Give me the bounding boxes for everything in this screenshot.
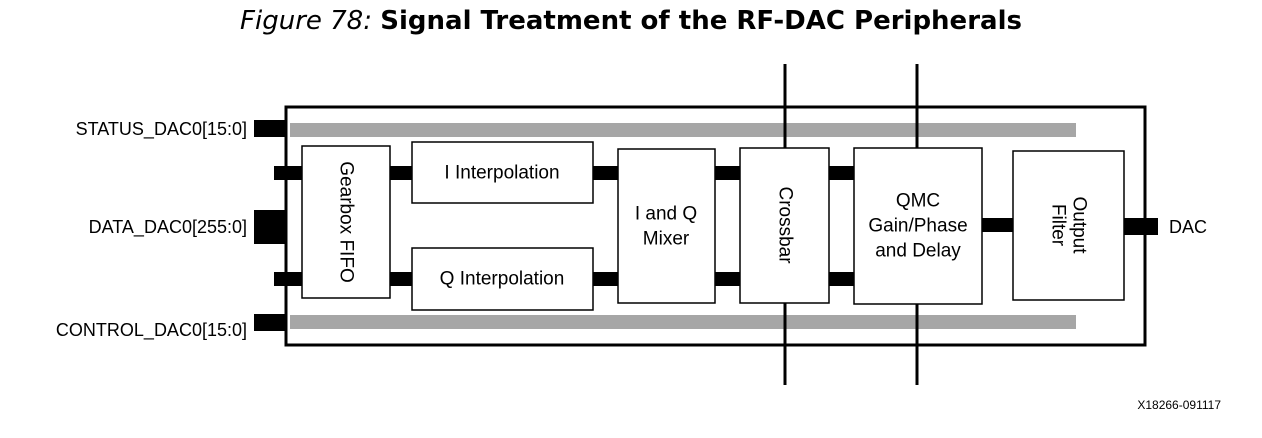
- qmc-label-line-2: Gain/Phase: [868, 216, 967, 237]
- qmc-to-output-filter: [982, 218, 1013, 232]
- crossbar-block: [739, 147, 830, 304]
- output-filter-label-line-1: Output: [1069, 196, 1090, 254]
- dac-output-stub: [1124, 218, 1158, 235]
- status-port-label: STATUS_DAC0[15:0]: [76, 119, 247, 140]
- crossbar-to-qmc-top: [829, 166, 854, 180]
- control-port-label: CONTROL_DAC0[15:0]: [56, 320, 247, 341]
- input-to-gearbox-top: [274, 166, 302, 180]
- gearbox-fifo-block: [301, 145, 391, 299]
- mixer-to-crossbar-top: [715, 166, 740, 180]
- status-bus: [290, 123, 1076, 137]
- control-port-stub: [254, 314, 287, 331]
- mixer-to-crossbar-bottom: [715, 272, 740, 286]
- crossbar-to-qmc-bottom: [829, 272, 854, 286]
- iq-mixer-block: [617, 148, 716, 304]
- qmc-label-line-1: QMC: [896, 191, 940, 212]
- q-interp-to-mixer: [593, 272, 618, 286]
- i-interp-to-mixer: [593, 166, 618, 180]
- q-interpolation-block: [411, 247, 594, 311]
- qmc-label-line-3: and Delay: [875, 241, 961, 262]
- figure-name: Signal Treatment of the RF-DAC Periphera…: [380, 6, 1022, 36]
- mixer-label-line-1: I and Q: [635, 204, 697, 225]
- gearbox-fifo-label: Gearbox FIFO: [336, 161, 357, 282]
- i-interpolation-label: I Interpolation: [444, 163, 559, 184]
- qmc-block: [853, 147, 983, 305]
- output-filter-label-line-2: Filter: [1048, 204, 1069, 247]
- gearbox-to-q-interp: [390, 272, 412, 286]
- data-port-stub: [254, 210, 287, 244]
- crossbar-label: Crossbar: [775, 186, 796, 264]
- mixer-label-line-2: Mixer: [643, 229, 690, 250]
- figure-label: Figure 78:: [240, 6, 372, 36]
- figure-title: Figure 78: Signal Treatment of the RF-DA…: [0, 4, 1262, 38]
- input-to-gearbox-bottom: [274, 272, 302, 286]
- q-interpolation-label: Q Interpolation: [440, 269, 565, 290]
- control-bus: [290, 315, 1076, 329]
- figure-code: X18266-091117: [1137, 398, 1221, 412]
- i-interpolation-block: [411, 141, 594, 204]
- data-port-label: DATA_DAC0[255:0]: [89, 217, 247, 238]
- dac-output-label: DAC: [1169, 217, 1207, 237]
- output-filter-block: [1012, 150, 1125, 301]
- gearbox-to-i-interp: [390, 166, 412, 180]
- status-port-stub: [254, 120, 287, 137]
